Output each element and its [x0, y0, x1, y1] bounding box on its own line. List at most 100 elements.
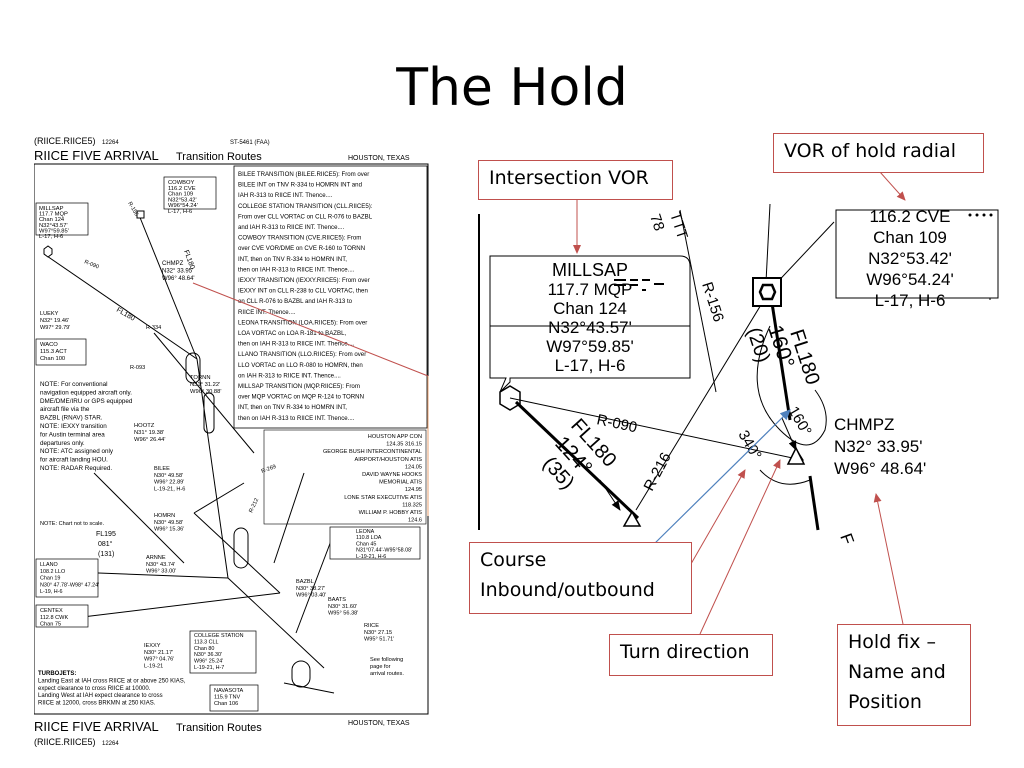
callout-holdfix-line2: Name and	[848, 661, 946, 683]
comm-lines-line: 124.05	[405, 464, 422, 470]
trans-lines-line: LEONA TRANSITION (LOA.RIICE5): From over	[238, 319, 367, 326]
fix-lueky-line: LUEKY	[40, 311, 59, 317]
cowboy-vor-symbol	[752, 277, 782, 307]
cowboy-morse	[968, 213, 993, 217]
see-following-line: page for	[370, 664, 391, 670]
z-chmpz-line: CHMPZ	[834, 415, 894, 434]
comm-lines-line: HOUSTON APP CON	[368, 434, 422, 440]
trans-lines-line: then on IAH R-313 to RIICE INT. Thence..…	[238, 415, 355, 422]
fix-baats-line: N30° 31.60'	[328, 604, 357, 610]
trans-lines-line: LOA VORTAC on LOA R-181 to BAZBL,	[238, 330, 346, 337]
trans-lines-line: IEXXY INT on CLL R-238 to CLL VORTAC, th…	[238, 288, 368, 295]
fix-millsap-line: Chan 124	[39, 217, 65, 223]
fix-cowboy-line: Chan 109	[168, 192, 193, 198]
fix-lueky-line: W97° 29.79'	[40, 325, 70, 331]
fix-iexxy-line: W97° 04.76'	[144, 657, 174, 663]
trans-lines-line: IEXXY TRANSITION (IEXXY.RIICE5): From ov…	[238, 277, 370, 284]
navasota-box	[209, 684, 259, 712]
z-cowboy-line: L-17, H-6	[875, 291, 946, 310]
fix-iexxy-line: N30° 21.17'	[144, 650, 173, 656]
comm-lines-line: GEORGE BUSH INTERCONTINENTAL	[323, 449, 422, 455]
arrow-course-blue	[649, 409, 791, 549]
millsap-triangle	[622, 510, 642, 527]
arrow-vor-radial	[879, 171, 906, 201]
notes-block-line: for aircraft landing HOU.	[40, 457, 108, 464]
chart-id: (RIICE.RIICE5)	[34, 136, 96, 146]
fix-cowboy-line: L-17, H-6	[168, 209, 192, 215]
comm-lines-line: DAVID WAYNE HOOKS	[362, 472, 422, 478]
trans-lines-line: then on IAH R-313 to RIICE INT. Thence..…	[238, 341, 355, 348]
fix-arnne-line: N30° 43.74'	[146, 562, 175, 568]
fix-baats-line: W95° 56.38'	[328, 611, 358, 617]
trans-lines-line: LLANO TRANSITION (LLO.RIICE5): From over	[238, 351, 366, 358]
college-station-box	[189, 630, 257, 674]
fix-chmpz-line: N32° 33.95'	[162, 269, 193, 275]
waco-box	[35, 338, 87, 366]
z-millsap-line: Chan 124	[553, 299, 627, 318]
arrow-holdfix	[873, 493, 904, 625]
notes-block-line: NOTE: IEXXY transition	[40, 423, 107, 430]
zoom-78: 78	[646, 212, 667, 233]
turbojets-line: TURBOJETS:	[38, 671, 76, 677]
turbojets-line: Landing West at IAH expect clearance to …	[38, 693, 163, 699]
turbojets-note: TURBOJETS:Landing East at IAH cross RIIC…	[38, 671, 186, 707]
fix-cowboy-line: N32°53.42'	[168, 197, 197, 203]
z-cowboy-line: Chan 109	[873, 228, 947, 247]
fix-navasota-line: Chan 106	[214, 701, 238, 707]
callout-hold-fix: Hold fix – Name and Position	[837, 624, 971, 726]
label-r269: R-269	[261, 464, 277, 475]
fix-college-line: N30° 36.30'	[194, 652, 222, 658]
trans-lines-line: IAH R-313 to RIICE INT. Thence....	[238, 192, 333, 199]
z-millsap-line: N32°43.57'	[548, 318, 632, 337]
fix-cowboy-line: COWBOY	[168, 180, 195, 186]
fix-millsap-line: 117.7 MQP	[39, 212, 68, 218]
fix-millsap-line: MILLSAP	[39, 206, 64, 212]
footer-chart-id: (RIICE.RIICE5)	[34, 737, 96, 747]
zoom-cowboy-box	[835, 209, 999, 299]
label-r090: R-090	[83, 259, 99, 270]
star-chart: (RIICE.RIICE5) 12264 ST-5461 (FAA) RIICE…	[34, 136, 429, 747]
fix-homrn-line: N30° 49.58'	[154, 520, 183, 526]
notes-block-line: DME/DME/IRU or GPS equipped	[40, 398, 133, 405]
fix-lueky-line: N32° 19.46'	[40, 318, 69, 324]
trans-lines-line: INT, then on TNV R-334 to HOMRN INT,	[238, 256, 347, 263]
slide-title: The Hold	[396, 58, 628, 118]
fix-leona-line: LEONA	[356, 529, 375, 535]
fix-llano-line: L-19, H-6	[40, 589, 62, 595]
millsap-arrow	[599, 479, 621, 511]
notes-block-line: NOTE: For conventional	[40, 381, 108, 388]
fix-millsap-line: W97°59.85'	[39, 228, 69, 234]
callout-course-line1: Course	[480, 549, 547, 571]
trans-lines-line: COWBOY TRANSITION (CVE.RIICE5): From	[238, 235, 361, 242]
fix-hootz-line: HOOTZ	[134, 423, 155, 429]
trans-lines-line: then on IAH R-313 to RIICE INT. Thence..…	[238, 266, 355, 273]
see-following-line: arrival routes.	[370, 671, 404, 677]
fix-chmpz-line: CHMPZ	[162, 261, 184, 267]
comm-lines-line: WILLIAM P. HOBBY ATIS	[359, 510, 423, 516]
z-millsap-line: 117.7 MQP	[548, 280, 633, 299]
fix-tornn-line: W96° 30.88'	[190, 389, 221, 395]
hold-entry-arc	[759, 469, 811, 485]
procedure-name: RIICE FIVE ARRIVAL	[34, 148, 159, 163]
trans-lines-line: INT, then on TNV R-334 to HOMRN INT,	[238, 404, 347, 411]
fix-riice-line: W95° 51.71'	[364, 637, 394, 643]
notes-block-line: NOTE: ATC assigned only	[40, 448, 114, 455]
fix-millsap-line: N32°43.57'	[39, 223, 68, 229]
hold-fix-triangle	[786, 446, 806, 465]
fix-college-line: Chan 80	[194, 646, 214, 652]
footer-procedure-name: RIICE FIVE ARRIVAL	[34, 719, 159, 734]
notes-block-line: NOTE: RADAR Required.	[40, 465, 112, 472]
fix-centex-line: CENTEX	[40, 608, 63, 614]
